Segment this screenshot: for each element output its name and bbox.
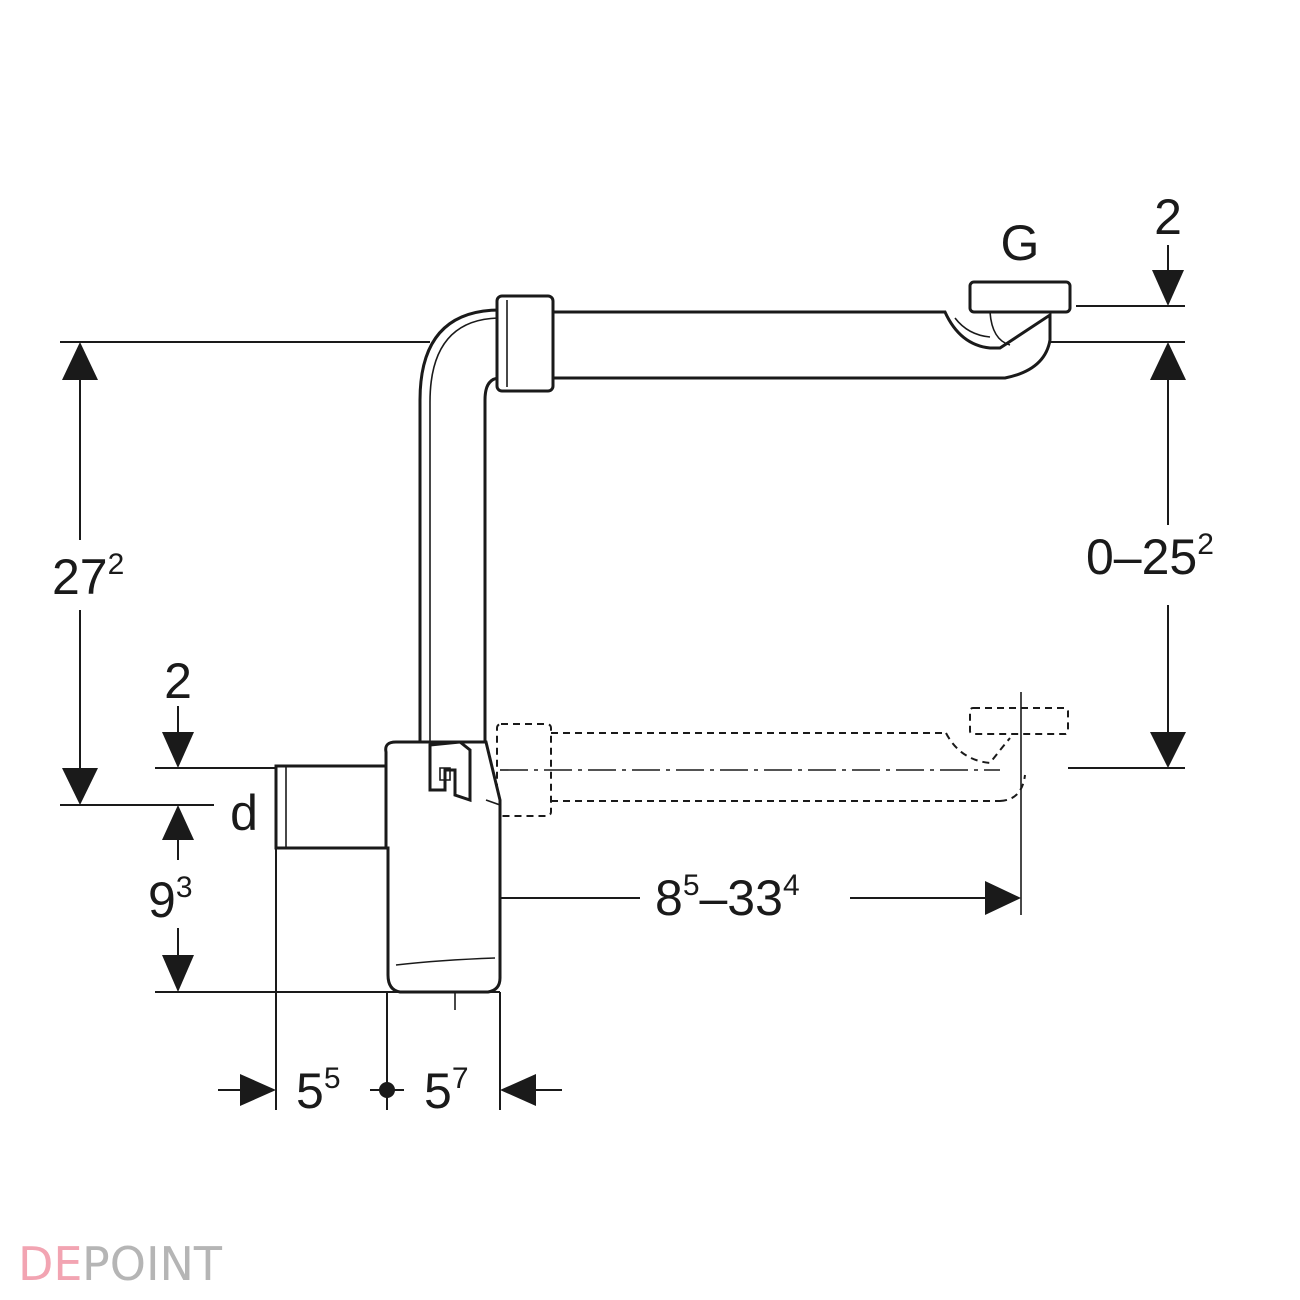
label-top-offset-value: 2 <box>1154 189 1182 245</box>
label-height-total: 272 <box>52 548 124 605</box>
label-extension-mid: –33 <box>700 870 783 926</box>
label-extension-base: 8 <box>655 870 683 926</box>
label-g-connection: G <box>1001 215 1040 271</box>
watermark-logo: DE POINT <box>18 1237 223 1291</box>
label-extension-sup1: 5 <box>683 869 700 902</box>
label-height-adjust: 0–252 <box>1086 528 1214 585</box>
label-trap-depth: 93 <box>148 871 193 928</box>
label-outlet-d: d <box>230 785 258 841</box>
label-height-adjust-base: 0–25 <box>1086 529 1197 585</box>
label-height-total-sup: 2 <box>108 548 125 581</box>
siphon-body <box>274 740 502 994</box>
label-left-offset: 2 <box>164 653 192 709</box>
label-width-right: 57 <box>424 1062 469 1119</box>
pipe-assembly <box>418 280 1072 800</box>
label-height-total-base: 27 <box>52 549 108 605</box>
label-trap-depth-sup: 3 <box>176 871 193 904</box>
dimension-labels: G 2 272 0–252 2 d 93 85–334 55 57 <box>52 189 1214 1119</box>
label-left-offset-value: 2 <box>164 653 192 709</box>
label-height-adjust-sup: 2 <box>1197 528 1214 561</box>
dimension-lines <box>60 245 1186 1110</box>
label-top-offset: 2 <box>1154 189 1182 245</box>
label-width-left-sup: 5 <box>324 1062 341 1095</box>
label-extension-range: 85–334 <box>655 869 800 926</box>
watermark-text-de: DE <box>18 1237 83 1291</box>
label-width-right-sup: 7 <box>452 1062 469 1095</box>
alternate-position-pipe <box>496 692 1069 915</box>
label-extension-sup2: 4 <box>783 869 800 902</box>
label-width-right-base: 5 <box>424 1063 452 1119</box>
label-width-left: 55 <box>296 1062 341 1119</box>
label-trap-depth-base: 9 <box>148 872 176 928</box>
watermark-text-point: POINT <box>82 1237 223 1291</box>
label-width-left-base: 5 <box>296 1063 324 1119</box>
